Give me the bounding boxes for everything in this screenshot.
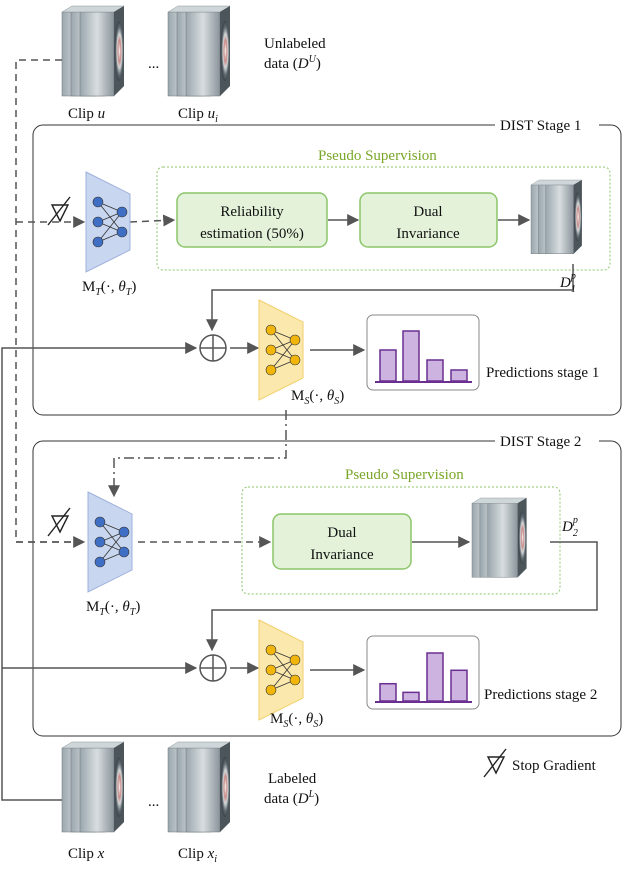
stop-gradient-icon (47, 196, 71, 226)
pseudo-label-2: D2p (561, 515, 578, 539)
predictions-label-stage1: Predictions stage 1 (486, 365, 599, 381)
clip-x-label: Clip x (68, 846, 105, 862)
prediction-bar (402, 691, 420, 702)
dual-invariance-box-stage2: Dual Invariance (272, 513, 412, 570)
svg-text:Invariance: Invariance (396, 226, 460, 242)
stage2-pseudo-supervision-region (241, 486, 561, 595)
stage1-frame (32, 124, 622, 416)
student-network-stage1 (258, 299, 304, 401)
clip-stack-u (61, 5, 125, 97)
predictions-label-stage2: Predictions stage 2 (484, 687, 597, 703)
clip-stack-xi (167, 741, 231, 833)
pseudo-stack-2 (471, 497, 528, 578)
sum-node-stage2 (199, 654, 227, 682)
predictions-panel-stage1 (366, 314, 480, 391)
sum-node-stage1 (199, 334, 227, 362)
pseudo-label-1: D1p (559, 271, 576, 295)
prediction-bar (450, 369, 468, 382)
stop-gradient-legend-label: Stop Gradient (512, 758, 597, 774)
student-network-stage2 (258, 619, 304, 721)
reliability-estimation-box: Reliability estimation (50%) (176, 192, 328, 248)
predictions-bars-stage1 (375, 330, 472, 383)
student-label-stage1: MS(·, θS) (291, 388, 344, 407)
labeled-data-subtitle: data (DL) (264, 789, 319, 807)
stage2-title: DIST Stage 2 (500, 434, 581, 450)
pseudo-stack-1 (530, 179, 583, 255)
prediction-bar (426, 652, 444, 702)
teacher-network-stage2 (87, 491, 133, 593)
stage2-frame (32, 440, 622, 737)
stage1-title: DIST Stage 1 (500, 118, 581, 134)
svg-text:estimation (50%): estimation (50%) (200, 226, 304, 242)
unlabeled-data-subtitle: data (DU) (264, 54, 321, 72)
prediction-bar (402, 330, 420, 382)
clip-xi-label: Clip xi (178, 846, 217, 865)
prediction-bar (426, 359, 444, 382)
clip-stack-ui (167, 5, 231, 97)
prediction-bar (450, 669, 468, 702)
prediction-bar (379, 682, 397, 702)
svg-text:Dual: Dual (327, 525, 356, 541)
clip-ui-label: Clip ui (178, 106, 218, 125)
teacher-label-stage1: MT(·, θT) (82, 279, 136, 298)
stage1-pseudo-supervision-label: Pseudo Supervision (318, 148, 437, 164)
labeled-ellipsis: ... (148, 794, 159, 810)
stop-gradient-icon (47, 507, 71, 537)
unlabeled-ellipsis: ... (148, 56, 159, 72)
labeled-data-title: Labeled (268, 771, 317, 787)
stage1-pseudo-supervision-region (156, 166, 611, 271)
labeled-solid-path (1, 342, 198, 801)
svg-text:Dual: Dual (413, 204, 442, 220)
dual-invariance-box-stage1: Dual Invariance (359, 192, 498, 248)
student1-to-teacher2 (108, 410, 287, 498)
pseudo2-to-plus (206, 541, 598, 652)
stage2-pseudo-supervision-label: Pseudo Supervision (345, 467, 464, 483)
teacher-label-stage2: MT(·, θT) (86, 599, 140, 618)
teacher-network-stage1 (85, 171, 131, 273)
predictions-bars-stage2 (375, 652, 472, 703)
prediction-bar (379, 349, 397, 382)
svg-text:Reliability: Reliability (220, 204, 284, 220)
unlabeled-dashed-path (15, 59, 86, 543)
clip-stack-x (61, 741, 125, 833)
pseudo1-to-plus (206, 264, 574, 332)
unlabeled-data-title: Unlabeled (264, 36, 326, 52)
stop-gradient-legend-icon (483, 748, 507, 778)
predictions-panel-stage2 (366, 635, 480, 710)
student-label-stage2: MS(·, θS) (270, 711, 323, 730)
svg-text:Invariance: Invariance (310, 547, 374, 563)
clip-u-label: Clip u (68, 106, 105, 122)
